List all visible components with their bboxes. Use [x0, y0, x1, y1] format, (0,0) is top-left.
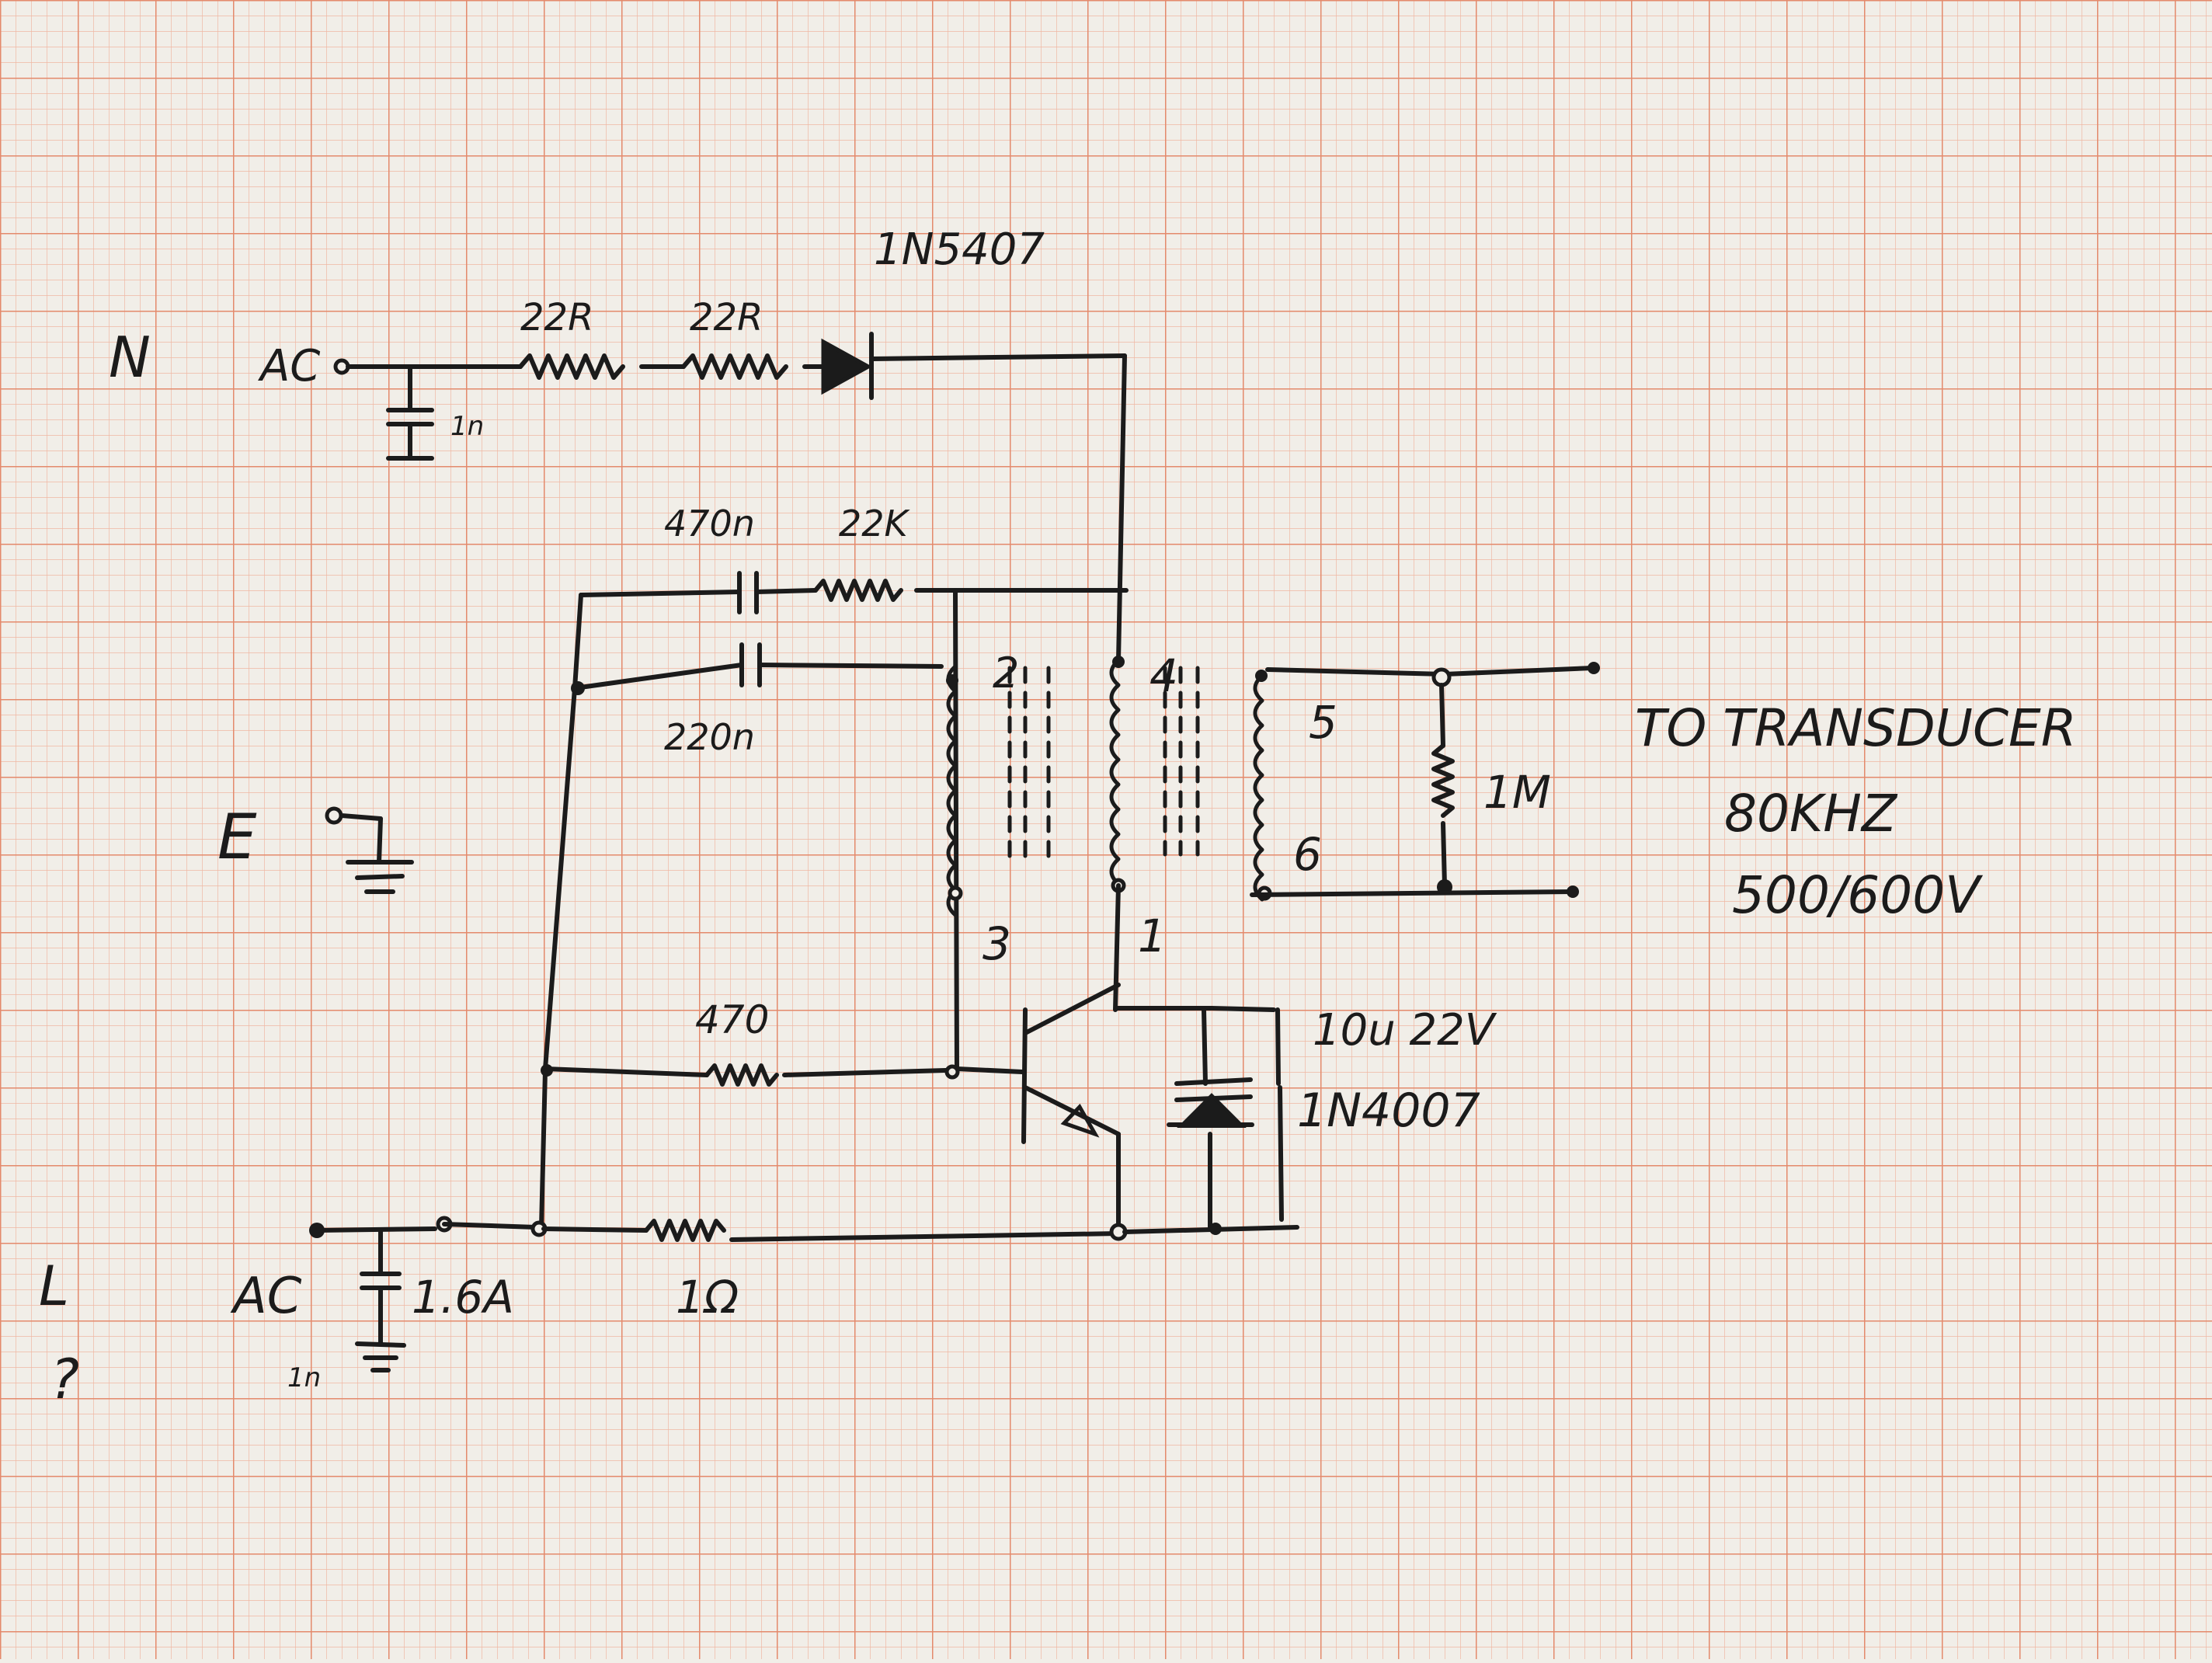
winding-5-6 — [1253, 673, 1264, 902]
label-cap-10u: 10u 22V — [1313, 1005, 1497, 1056]
label-r-1m: 1M — [1483, 766, 1551, 819]
resistor-1-ohm — [644, 1219, 726, 1242]
schematic-labels: N AC 1n 22R 22R 1N5407 470n 22K 220n E 2… — [39, 224, 2077, 1411]
bias-resistor-470 — [539, 1063, 960, 1230]
label-earth: E — [217, 801, 257, 873]
label-pin-1: 1 — [1138, 910, 1167, 962]
winding-2-3 — [946, 664, 958, 917]
label-r-470: 470 — [695, 997, 769, 1042]
label-to-transducer: TO TRANSDUCER — [1635, 698, 2077, 758]
snubber-cap-diode — [1115, 1006, 1284, 1235]
switching-transistor — [955, 883, 1121, 1230]
label-cap-1n-bottom: 1n — [287, 1362, 321, 1393]
label-pin-6: 6 — [1293, 828, 1322, 881]
label-pin-4: 4 — [1149, 649, 1178, 702]
output-network — [1250, 662, 1600, 898]
neutral-input-line — [333, 332, 1127, 663]
label-frequency: 80KHZ — [1724, 784, 1898, 844]
resistor-1m — [1431, 743, 1455, 818]
label-cap-470n: 470n — [664, 503, 755, 544]
label-diode-1n5407: 1N5407 — [874, 224, 1045, 275]
capacitor-1n-top — [386, 364, 434, 461]
label-n: N — [109, 325, 151, 390]
resistor-22r-b — [681, 353, 788, 380]
label-cap-1n-top: 1n — [450, 411, 484, 442]
capacitor-1n-bottom — [360, 1228, 402, 1346]
feedback-network — [543, 571, 1129, 1074]
label-ac-top: AC — [258, 341, 320, 391]
transformer — [946, 656, 1272, 917]
label-voltage: 500/600V — [1732, 865, 1983, 925]
diode-1n5407 — [821, 332, 874, 400]
label-diode-1n4007: 1N4007 — [1297, 1084, 1480, 1138]
label-pin-2: 2 — [993, 649, 1019, 698]
label-cap-220n: 220n — [664, 716, 755, 758]
transformer-core — [1007, 666, 1200, 865]
label-22r-b: 22R — [690, 296, 763, 339]
resistor-470 — [704, 1063, 779, 1087]
label-r-1-ohm: 1Ω — [676, 1271, 739, 1324]
label-22r-a: 22R — [520, 296, 593, 339]
resistor-22k — [813, 579, 903, 602]
label-r-22k: 22K — [839, 503, 911, 544]
label-l: L — [39, 1254, 69, 1318]
label-ac-bottom: AC — [230, 1268, 302, 1325]
diode-1n4007 — [1167, 1093, 1254, 1128]
ground-symbol-bottom — [355, 1341, 406, 1372]
label-pin-3: 3 — [983, 917, 1011, 970]
label-fuse: 1.6A — [412, 1271, 514, 1324]
resistor-22r-a — [518, 353, 625, 380]
label-question: ? — [50, 1348, 79, 1411]
bottom-rail — [309, 1216, 1299, 1372]
winding-4-1 — [1109, 658, 1121, 886]
earth-terminal — [325, 806, 414, 894]
label-pin-5: 5 — [1309, 696, 1337, 749]
